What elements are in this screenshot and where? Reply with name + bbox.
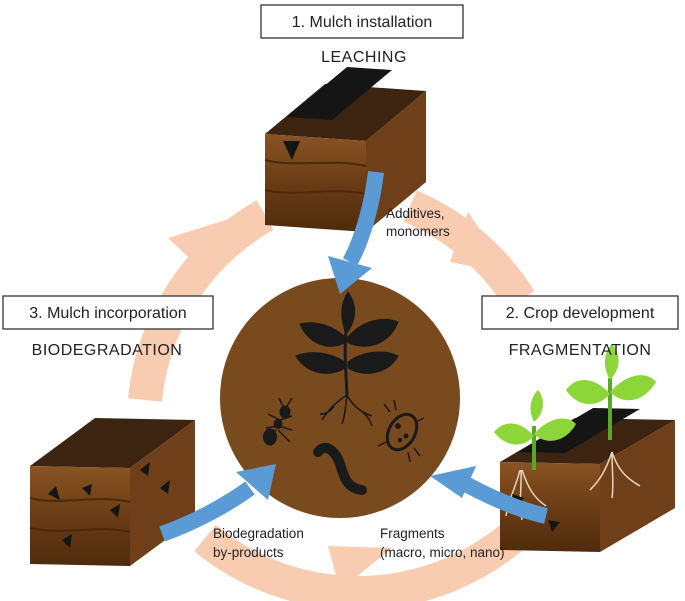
stage-3-title-box [2, 295, 214, 330]
cycle-ring-arc-left [128, 200, 274, 402]
arrow-biodegradation [159, 481, 255, 542]
soil-block-mulch-incorporation [29, 418, 195, 566]
arrow-fragments [458, 474, 548, 524]
fragments-label-line-2: (macro, micro, nano) [380, 545, 505, 560]
ring-arrowhead-left [168, 218, 232, 268]
stage-2-label: 2. Crop development FRAGMENTATION [481, 295, 679, 359]
block1-mulch [287, 67, 392, 120]
block3-front [30, 466, 130, 566]
arrowhead-biodegradation [236, 464, 276, 500]
soil-circle [220, 278, 460, 518]
flow-arrows [159, 171, 548, 542]
cycle-ring-arc-bottom [194, 517, 532, 601]
seedling-right-icon [566, 344, 656, 440]
stage-3-label: 3. Mulch incorporation BIODEGRADATION [2, 295, 214, 359]
stage-1-process: LEACHING [321, 49, 407, 66]
leaching-label-line-1: Additives, [386, 206, 445, 221]
stage-1-title: 1. Mulch installation [292, 14, 433, 31]
soil-block-mulch-installation [264, 67, 426, 232]
block1-front [265, 134, 366, 232]
stage-3-title: 3. Mulch incorporation [29, 305, 186, 322]
arrowhead-fragments [430, 466, 476, 498]
block1-side [366, 91, 426, 232]
leaching-label-line-2: monomers [386, 224, 450, 239]
fragments-label-line-1: Fragments [380, 526, 445, 541]
plant-icon [295, 291, 399, 427]
block2-front [500, 462, 600, 552]
biodegradation-label-line-2: by-products [213, 545, 284, 560]
stage-2-title: 2. Crop development [506, 305, 655, 322]
flow-label-leaching: Additives, monomers [386, 206, 450, 239]
soil-circle-group [220, 278, 460, 518]
stage-1-title-box [260, 4, 464, 39]
bacterium-icon [377, 399, 425, 463]
flow-label-biodegradation: Biodegradation by-products [213, 526, 304, 560]
ring-arrowhead-bottom [328, 546, 392, 590]
block3-top [30, 418, 195, 468]
ring-arrowhead-right [450, 212, 510, 274]
stage-3-process: BIODEGRADATION [32, 342, 183, 359]
earthworm-icon [313, 442, 367, 495]
block2-side [600, 420, 675, 552]
cycle-ring-arrowheads [168, 212, 510, 590]
soil-block-crop-development [500, 408, 675, 552]
seedling-left-icon [494, 390, 576, 470]
block1-top [265, 84, 426, 141]
ant-icon [263, 397, 293, 446]
arrow-leaching [342, 171, 384, 266]
biodegradation-label-line-1: Biodegradation [213, 526, 304, 541]
arrowhead-leaching [328, 256, 372, 294]
stage-2-title-box [481, 295, 679, 330]
stage-1-label: 1. Mulch installation LEACHING [260, 4, 464, 66]
stage-2-process: FRAGMENTATION [509, 342, 652, 359]
flow-label-fragments: Fragments (macro, micro, nano) [380, 526, 505, 560]
